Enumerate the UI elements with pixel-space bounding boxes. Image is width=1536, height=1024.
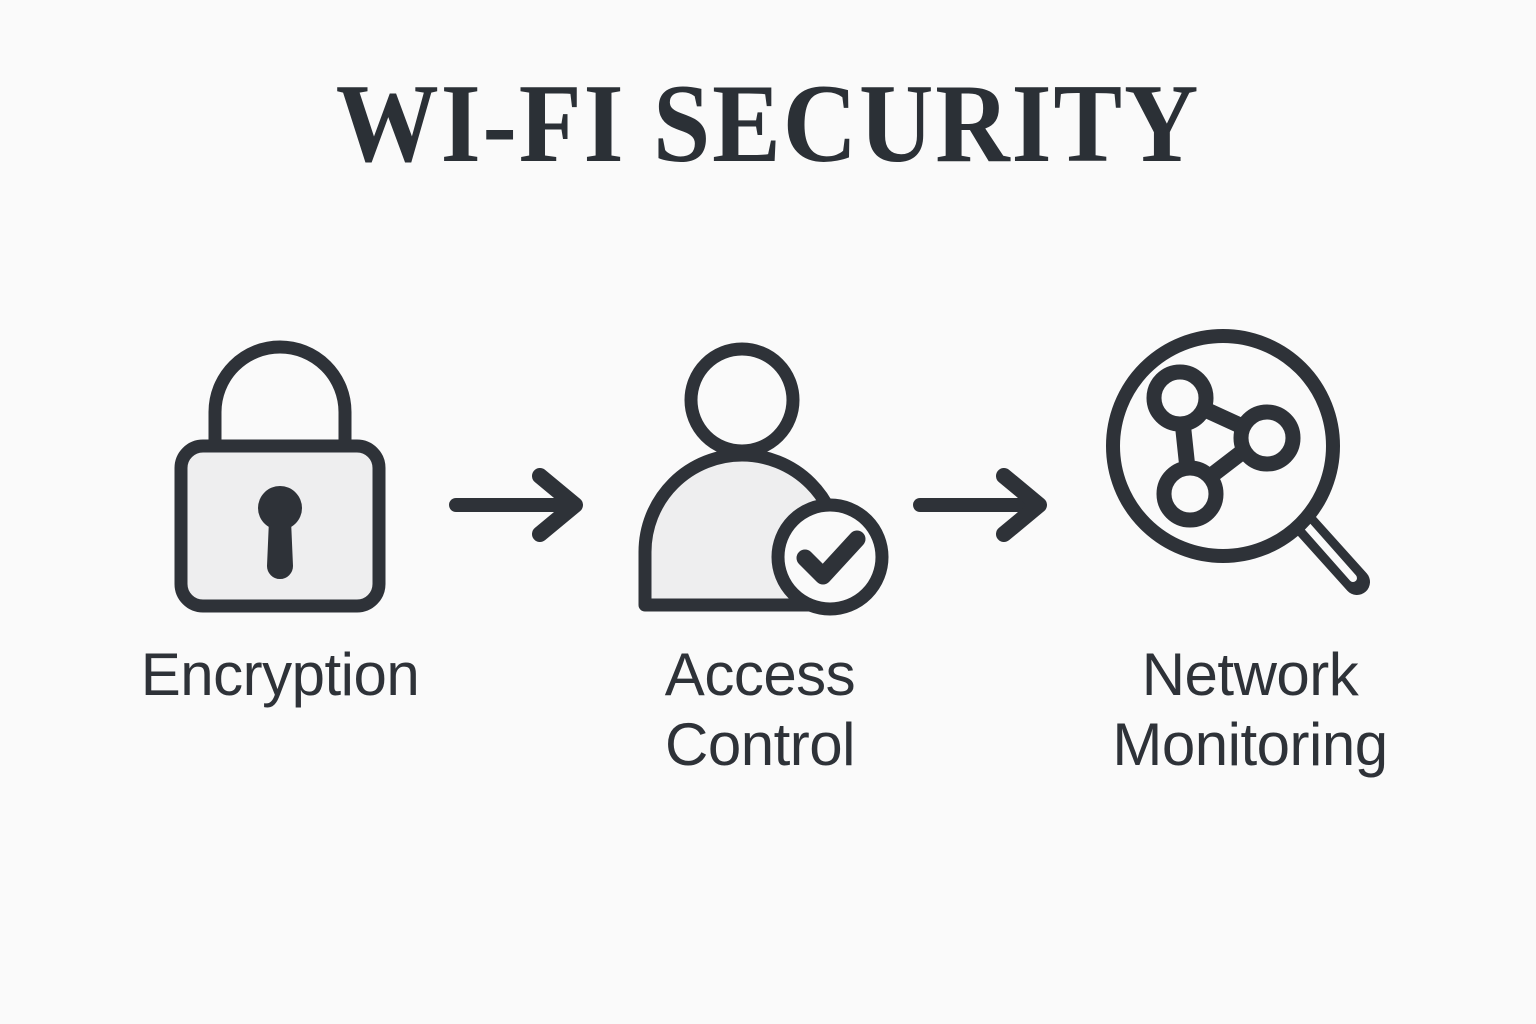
flow-row xyxy=(0,320,1536,620)
flow-connector-2 xyxy=(912,460,1057,550)
step-label-access-control: Access Control xyxy=(580,640,940,780)
step-icon-network-monitoring xyxy=(1095,320,1385,620)
network-magnifier-icon xyxy=(1106,329,1370,595)
arrow-right-icon xyxy=(913,468,1047,542)
step-label-line: Encryption xyxy=(140,641,420,708)
flow-connector-1 xyxy=(448,460,593,550)
flow-labels: Encryption Access Control Network Monito… xyxy=(0,640,1536,860)
step-icon-encryption xyxy=(160,320,400,620)
page-title: WI-FI SECURITY xyxy=(335,62,1201,186)
step-label-encryption: Encryption xyxy=(60,640,500,710)
user-verified-icon xyxy=(638,342,889,616)
step-label-line: Network xyxy=(1141,641,1359,708)
step-label-line: Access xyxy=(664,641,856,708)
step-icon-access-control xyxy=(625,320,895,620)
padlock-icon xyxy=(174,340,386,613)
step-label-line: Control xyxy=(665,711,855,779)
arrow-right-icon xyxy=(449,468,583,542)
step-label-line: Monitoring xyxy=(1112,711,1388,779)
step-label-network-monitoring: Network Monitoring xyxy=(1010,640,1490,780)
